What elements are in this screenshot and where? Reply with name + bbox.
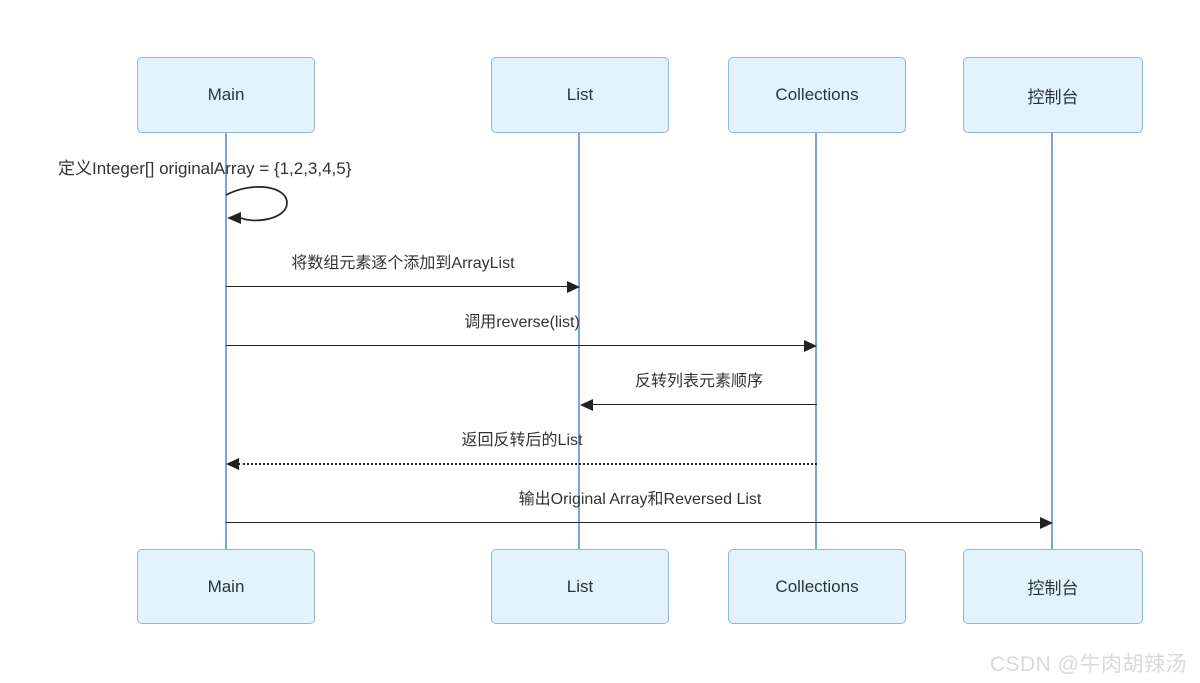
message-label: 返回反转后的List bbox=[461, 432, 583, 449]
message-line bbox=[226, 522, 1040, 523]
participant-label: Main bbox=[207, 85, 245, 104]
csdn-watermark: CSDN @牛肉胡辣汤 bbox=[989, 653, 1187, 676]
participant-console-bottom: 控制台 bbox=[963, 549, 1143, 624]
return-message-line bbox=[238, 463, 817, 465]
message-label: 将数组元素逐个添加到ArrayList bbox=[291, 255, 515, 272]
participant-collections-top: Collections bbox=[728, 57, 906, 133]
message-line bbox=[226, 345, 805, 346]
participant-label: 控制台 bbox=[1027, 579, 1079, 598]
arrowhead-right-icon bbox=[567, 281, 580, 293]
self-message-label: 定义Integer[] originalArray = {1,2,3,4,5} bbox=[58, 159, 352, 178]
lifeline-console bbox=[1051, 133, 1053, 550]
message-line bbox=[226, 286, 568, 287]
message-line bbox=[592, 404, 817, 405]
participant-label: List bbox=[566, 85, 594, 104]
participant-collections-bottom: Collections bbox=[728, 549, 906, 624]
message-label: 调用reverse(list) bbox=[464, 314, 580, 331]
arrowhead-left-icon bbox=[226, 458, 239, 470]
participant-list-top: List bbox=[491, 57, 669, 133]
participant-label: 控制台 bbox=[1027, 87, 1079, 107]
participant-label: List bbox=[566, 576, 594, 596]
arrowhead-right-icon bbox=[804, 340, 817, 352]
participant-label: Collections bbox=[775, 85, 859, 104]
arrowhead-right-icon bbox=[1040, 517, 1053, 529]
arrowhead-left-icon bbox=[580, 399, 593, 411]
message-label: 输出Original Array和Reversed List bbox=[518, 491, 762, 508]
participant-main-bottom: Main bbox=[137, 549, 315, 624]
lifeline-list bbox=[578, 133, 580, 550]
participant-console-top: 控制台 bbox=[963, 57, 1143, 133]
participant-label: Main bbox=[207, 576, 245, 596]
participant-list-bottom: List bbox=[491, 549, 669, 624]
lifeline-main bbox=[225, 133, 227, 550]
participant-label: Collections bbox=[775, 576, 859, 596]
message-label: 反转列表元素顺序 bbox=[634, 373, 764, 390]
participant-main-top: Main bbox=[137, 57, 315, 133]
self-loop-arrow-icon bbox=[225, 186, 288, 224]
